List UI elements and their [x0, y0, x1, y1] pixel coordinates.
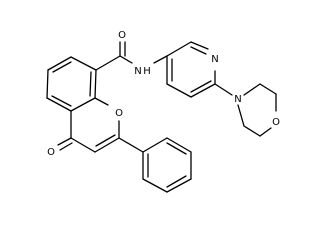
amide-hydrogen-label: H — [143, 66, 151, 77]
morpholine-nitrogen-label: N — [234, 94, 241, 105]
pyridine-nitrogen-label: N — [211, 54, 218, 65]
ketone-oxygen-label: O — [47, 147, 55, 158]
ring-oxygen-label: O — [115, 108, 123, 119]
bond-lines — [46, 41, 277, 193]
carbonyl-oxygen-label: O — [118, 30, 126, 41]
molecule-structure: O O O N H N N O — [46, 30, 280, 193]
morpholine-oxygen-label: O — [272, 117, 280, 128]
amide-nitrogen-label: N — [134, 66, 141, 77]
atom-labels: O O O N H N N O — [47, 30, 280, 158]
